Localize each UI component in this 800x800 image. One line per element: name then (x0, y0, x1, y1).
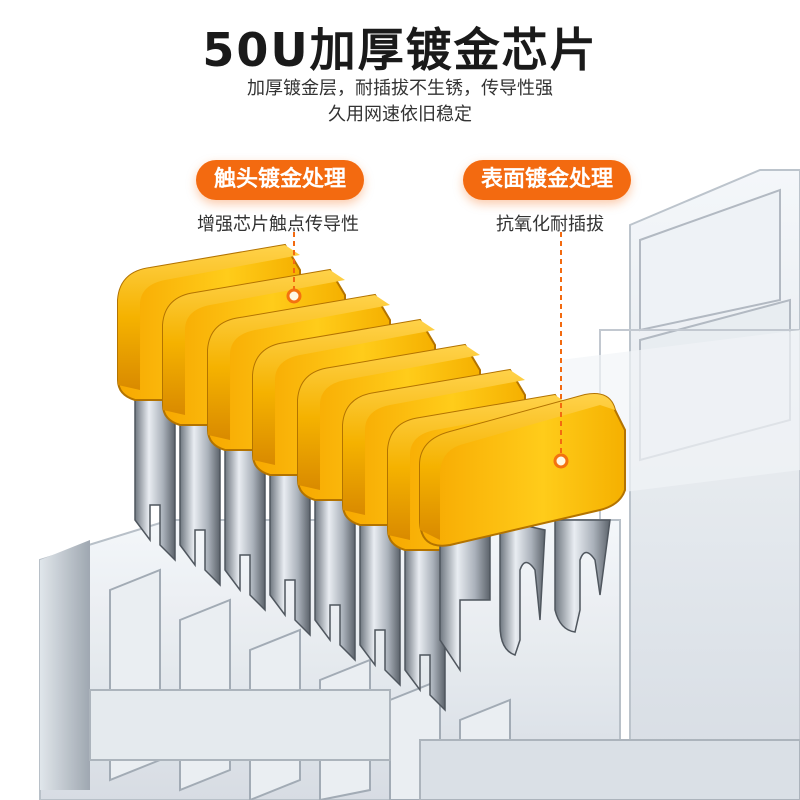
description-line-2: 久用网速依旧稳定 (328, 104, 472, 125)
description-line-1: 加厚镀金层，耐插拔不生锈，传导性强 (247, 78, 553, 99)
callout-badge-surface-gold-plating: 表面镀金处理 (463, 160, 632, 200)
callout-caption-contact: 增强芯片触点传导性 (197, 214, 359, 235)
contact-blades (117, 243, 626, 712)
page-title: 50U加厚镀金芯片 (202, 23, 598, 77)
callout-caption-surface: 抗氧化耐插拔 (496, 214, 604, 235)
callout-left-dot (286, 288, 302, 304)
callout-badge-contact-gold-plating: 触头镀金处理 (196, 160, 365, 200)
callout-right-dot (553, 453, 569, 469)
